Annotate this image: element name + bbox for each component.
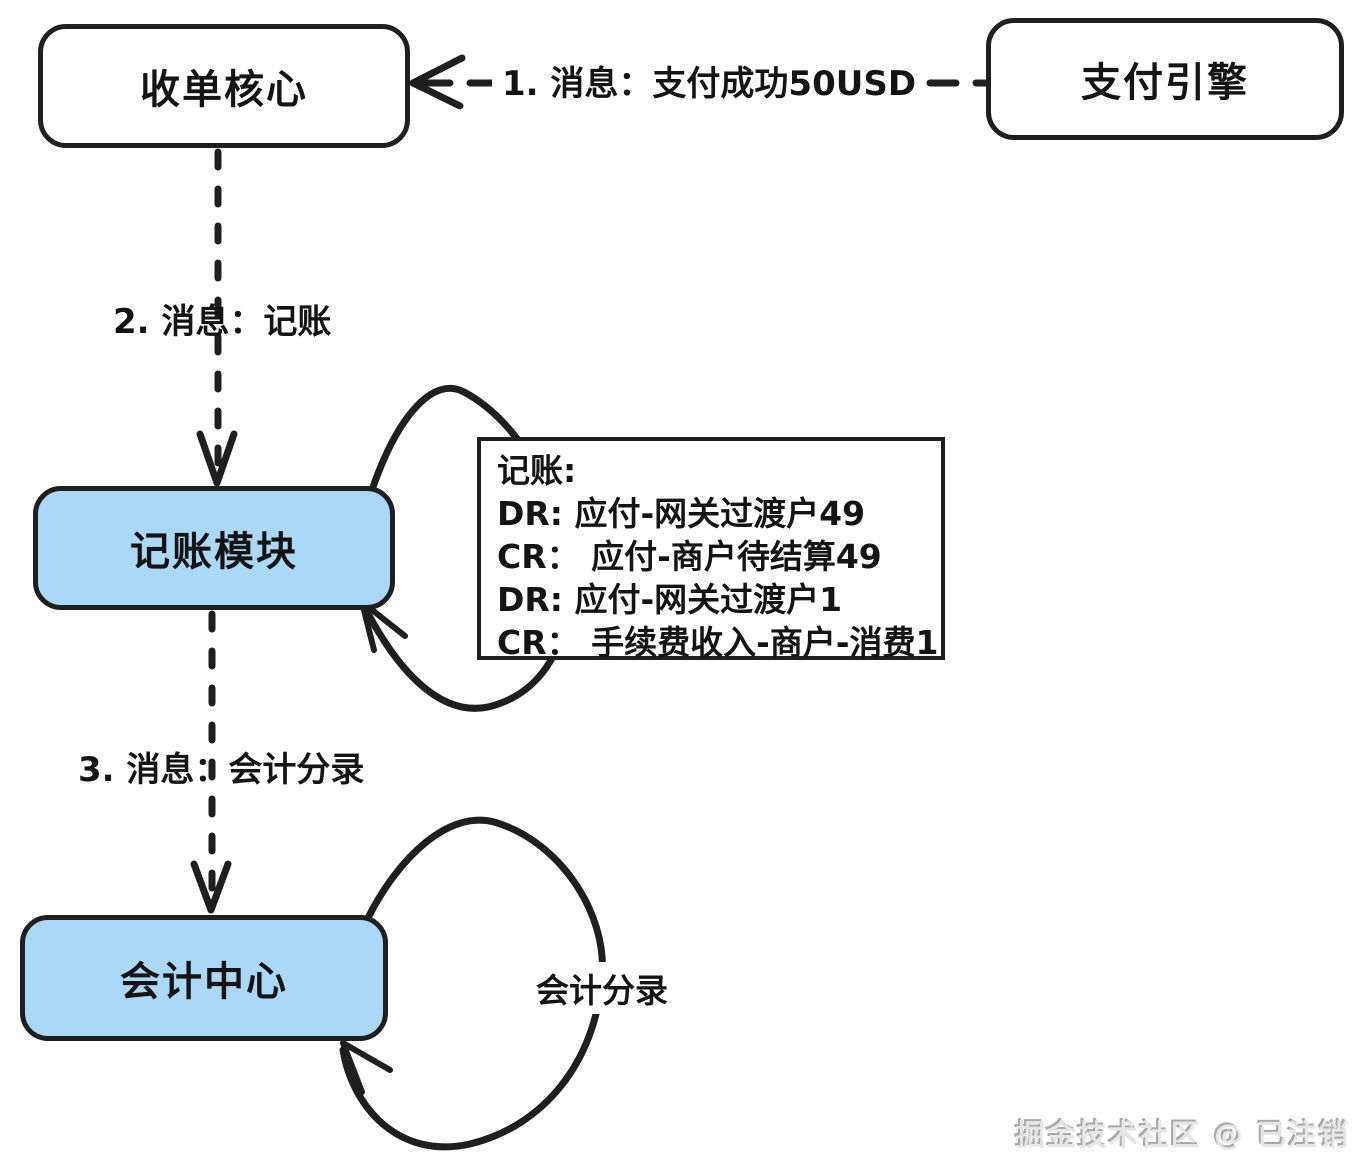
node-accounting-center-label: 会计中心 bbox=[120, 959, 288, 1005]
node-payment-engine: 支付引擎 bbox=[986, 18, 1344, 140]
msg1-arrowhead-icon bbox=[409, 54, 466, 110]
node-acquiring-core: 收单核心 bbox=[38, 24, 410, 148]
note-line-dr1: DR: 应付-网关过渡户49 bbox=[497, 494, 866, 533]
node-bookkeeping-module-label: 记账模块 bbox=[130, 529, 298, 575]
edge-label-msg2: 2. 消息：记账 bbox=[113, 302, 332, 342]
edge-label-msg1: 1. 消息：支付成功50USD bbox=[492, 56, 927, 105]
msg3-arrowhead-icon bbox=[190, 860, 232, 914]
note-title: 记账: bbox=[497, 451, 577, 490]
node-payment-engine-label: 支付引擎 bbox=[1081, 60, 1249, 106]
note-line-dr2: DR: 应付-网关过渡户1 bbox=[497, 580, 843, 619]
watermark: 掘金技术社区 @ 已注销 bbox=[1015, 1118, 1350, 1152]
node-accounting-center: 会计中心 bbox=[20, 915, 388, 1041]
note-line-cr2: CR： 手续费收入-商户-消费1 bbox=[497, 623, 939, 662]
edge-label-accounting-entry: 会计分录 bbox=[526, 962, 678, 1014]
node-bookkeeping-module: 记账模块 bbox=[33, 486, 395, 610]
node-acquiring-core-label: 收单核心 bbox=[140, 67, 308, 113]
msg2-arrowhead-icon bbox=[196, 430, 238, 487]
edge-label-msg3: 3. 消息：会计分录 bbox=[78, 750, 365, 790]
note-line-cr1: CR： 应付-商户待结算49 bbox=[497, 537, 882, 576]
journal-entry-note: 记账: DR: 应付-网关过渡户49 CR： 应付-商户待结算49 DR: 应付… bbox=[477, 437, 945, 662]
self-loop-accounting-arrowhead-icon bbox=[340, 1040, 393, 1095]
